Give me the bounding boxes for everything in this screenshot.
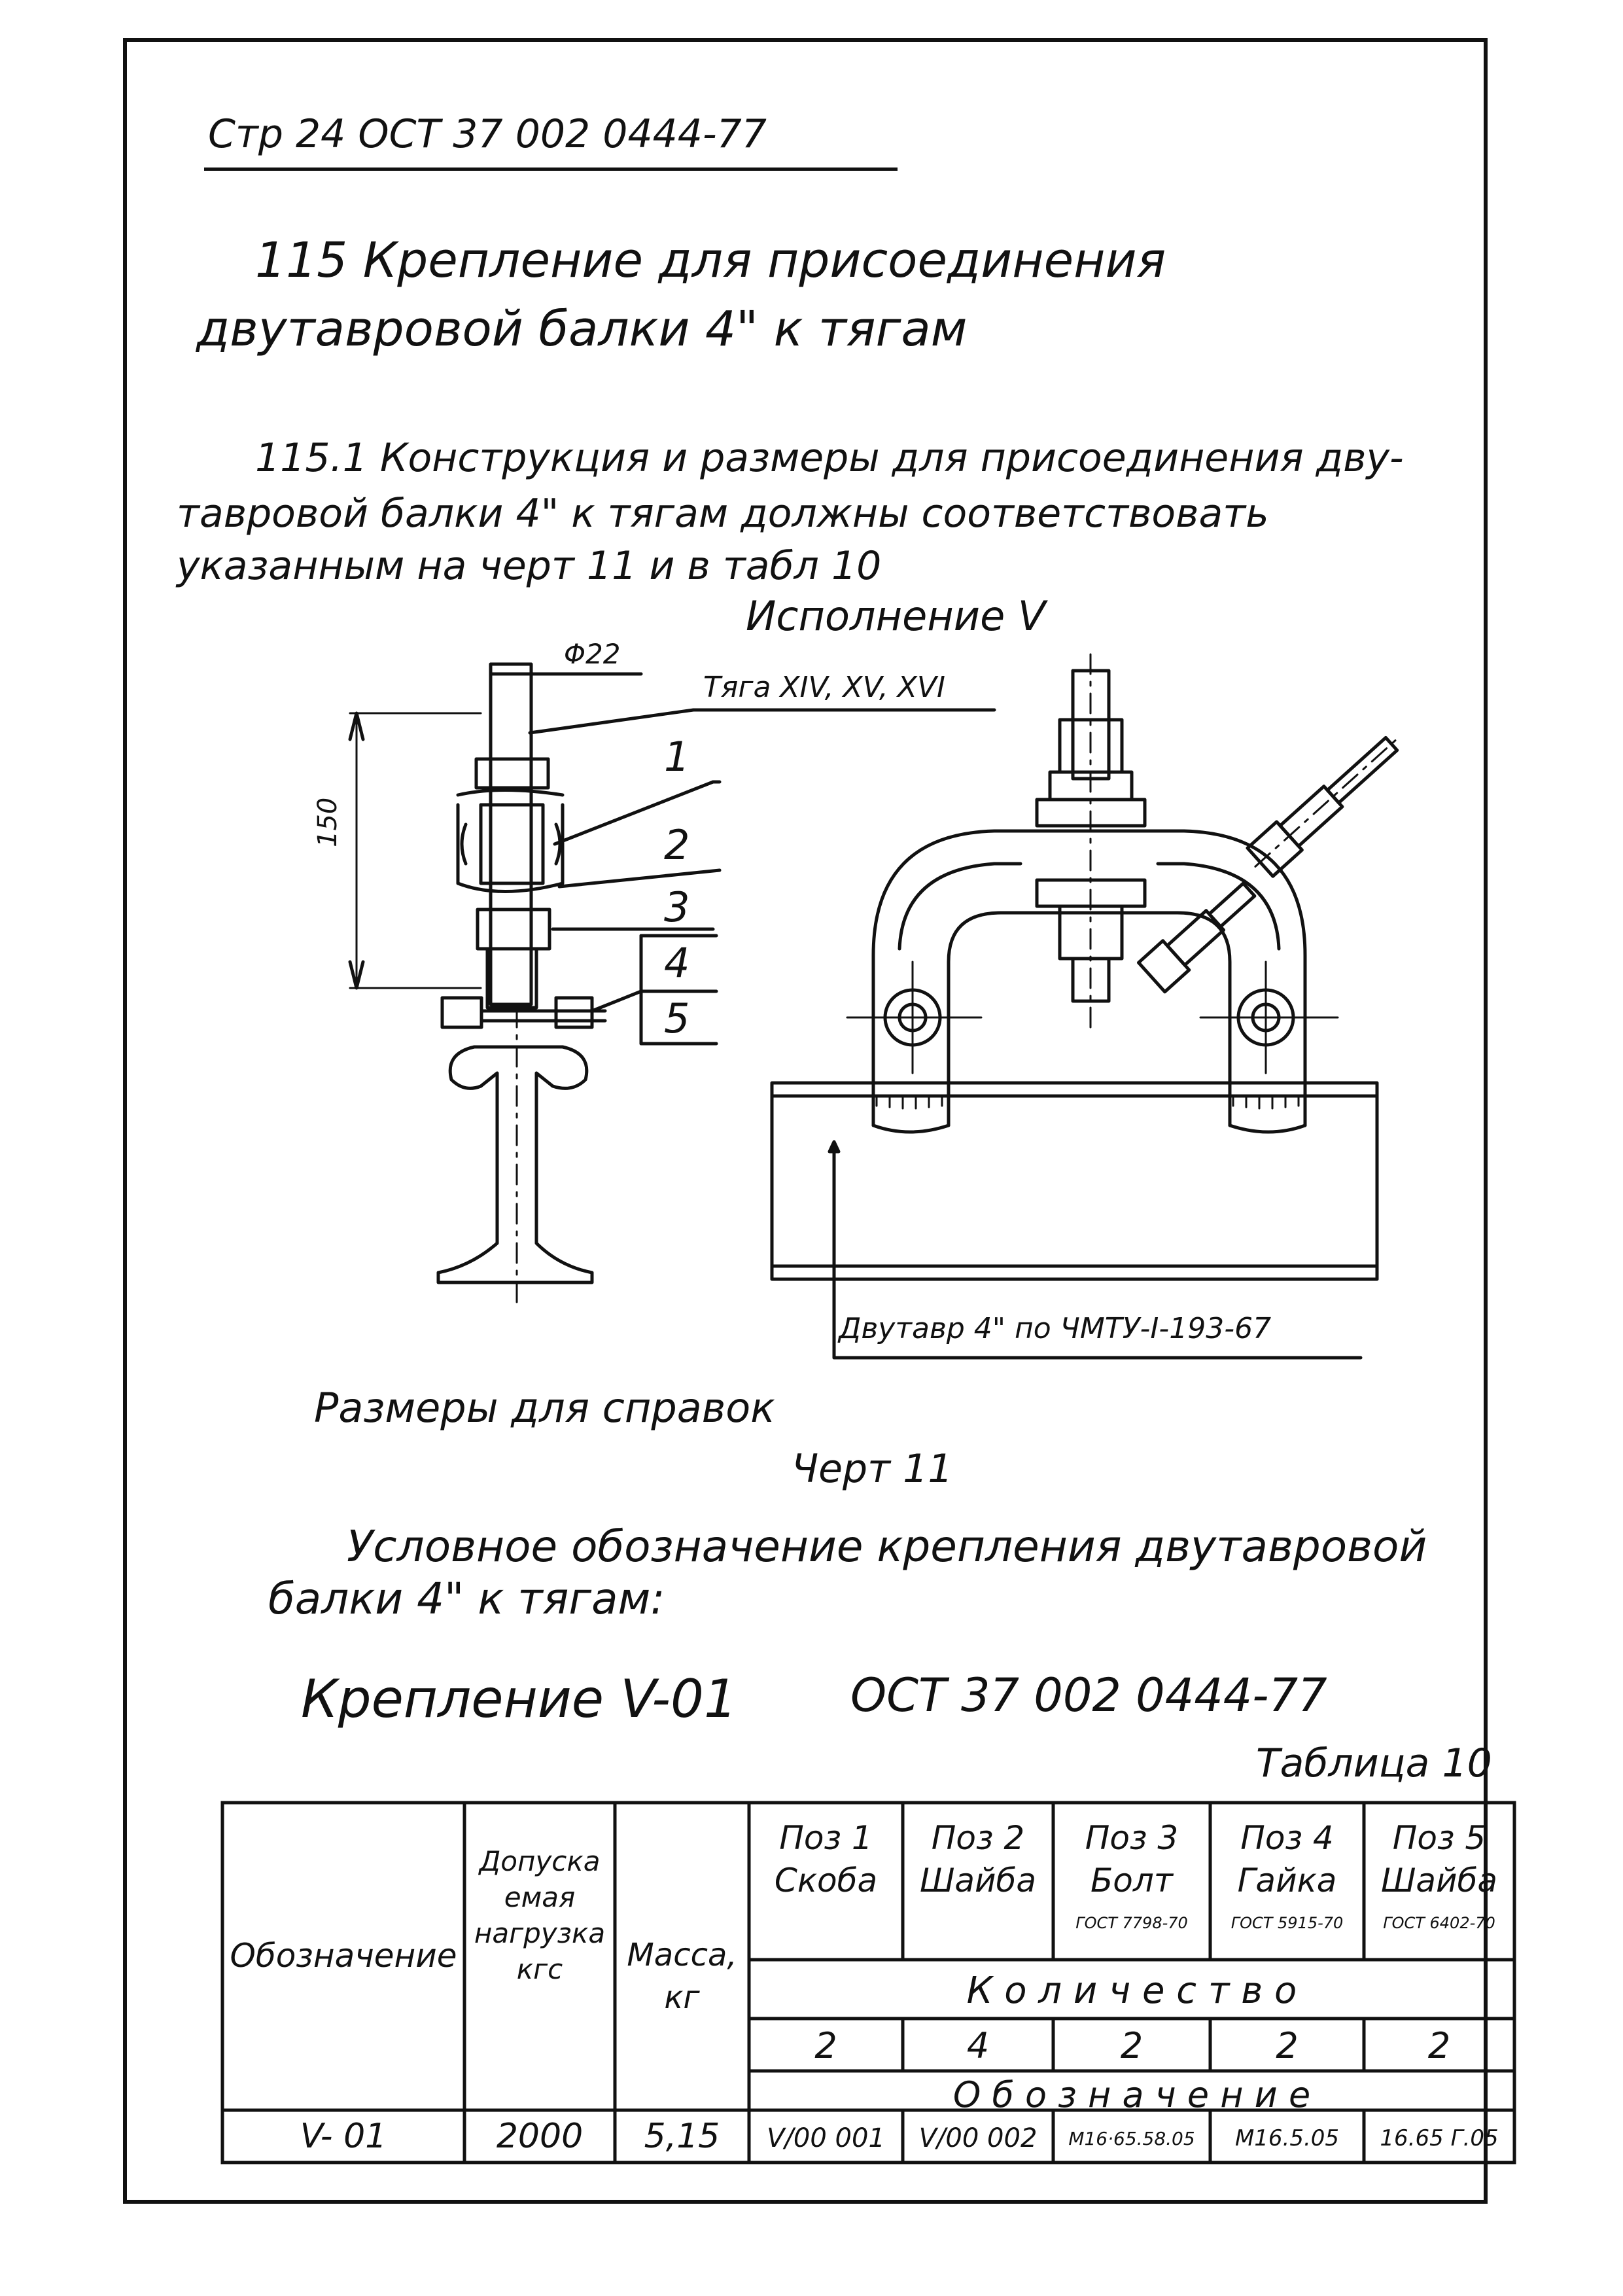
- pos5-std: ГОСТ 6402-70: [1383, 1914, 1495, 1932]
- pos1-header: Поз 1: [779, 1819, 873, 1857]
- col-load-header-3: нагрузка: [474, 1917, 606, 1949]
- col-mass-header-1: Масса,: [627, 1937, 737, 1973]
- designation-name: Крепление V-01: [301, 1669, 737, 1729]
- pos-number-5: 5: [664, 995, 690, 1042]
- pos5-header: Поз 5: [1392, 1819, 1486, 1857]
- paragraph-line1: 115.1 Конструкция и размеры для присоеди…: [255, 435, 1404, 481]
- page-header: Стр 24 ОСТ 37 002 0444-77: [208, 111, 767, 157]
- pos-number-2: 2: [664, 821, 690, 869]
- paragraph-line2: тавровой балки 4" к тягам должны соответ…: [177, 491, 1269, 537]
- pos3-name: Болт: [1091, 1862, 1173, 1899]
- qty-pos1: 2: [814, 2025, 837, 2066]
- qty-pos5: 2: [1427, 2025, 1451, 2066]
- pos3-std: ГОСТ 7798-70: [1075, 1914, 1188, 1932]
- section-title-line2: двутавровой балки 4" к тягам: [196, 301, 968, 357]
- col-mass-header-2: кг: [664, 1979, 700, 2016]
- col-load-header-4: кгс: [516, 1953, 563, 1985]
- header-underline: [204, 168, 898, 171]
- pos2-header: Поз 2: [931, 1819, 1025, 1857]
- front-view: [770, 653, 1403, 1360]
- row-code-pos2: V/00 002: [918, 2123, 1038, 2153]
- qty-pos2: 4: [966, 2025, 990, 2066]
- col-designation-header: Обозначение: [230, 1937, 457, 1975]
- pos4-std: ГОСТ 5915-70: [1230, 1914, 1344, 1932]
- pos3-header: Поз 3: [1085, 1819, 1179, 1857]
- qty-header: К о л и ч е с т в о: [966, 1969, 1297, 2012]
- conditional-line2: балки 4" к тягам:: [268, 1574, 665, 1624]
- designation-standard: ОСТ 37 002 0444-77: [850, 1669, 1327, 1722]
- variant-label: Исполнение V: [746, 592, 1046, 640]
- row-code-pos5: 16.65 Г.05: [1380, 2125, 1499, 2151]
- pos4-name: Гайка: [1237, 1862, 1337, 1899]
- drawing-number: Черт 11: [792, 1446, 953, 1492]
- pos-number-4: 4: [664, 939, 690, 987]
- rod-label: Тяга XIV, XV, XVI: [703, 671, 945, 704]
- pos-number-1: 1: [664, 733, 690, 781]
- col-load-header-1: Допуска: [479, 1845, 601, 1877]
- ref-sizes-note: Размеры для справок: [314, 1384, 775, 1432]
- row-designation: V- 01: [300, 2117, 387, 2156]
- pos5-name: Шайба: [1380, 1862, 1498, 1899]
- row-mass: 5,15: [644, 2117, 720, 2156]
- beam-label: Двутавр 4" по ЧМТУ-I-193-67: [839, 1312, 1272, 1345]
- section-title-line1: 115 Крепление для присоединения: [255, 232, 1166, 289]
- conditional-line1: Условное обозначение крепления двутавров…: [347, 1521, 1427, 1572]
- paragraph-line3: указанным на черт 11 и в табл 10: [177, 543, 882, 589]
- pos-number-3: 3: [664, 883, 690, 931]
- col-load-header-2: емая: [504, 1881, 576, 1913]
- pos2-name: Шайба: [919, 1862, 1037, 1899]
- page-frame: [123, 38, 1488, 2204]
- row-load: 2000: [496, 2117, 584, 2156]
- qty-pos4: 2: [1276, 2025, 1299, 2066]
- side-view: [348, 662, 996, 1307]
- row-code-pos4: М16.5.05: [1234, 2125, 1340, 2151]
- row-code-pos3: М16·65.58.05: [1068, 2128, 1195, 2149]
- row-code-pos1: V/00 001: [767, 2123, 885, 2153]
- pos4-header: Поз 4: [1240, 1819, 1334, 1857]
- pos1-name: Скоба: [774, 1862, 878, 1899]
- table-caption: Таблица 10: [1256, 1740, 1492, 1786]
- designation-header: О б о з н а ч е н и е: [952, 2074, 1311, 2115]
- qty-pos3: 2: [1120, 2025, 1143, 2066]
- diameter-label: Φ22: [564, 638, 621, 670]
